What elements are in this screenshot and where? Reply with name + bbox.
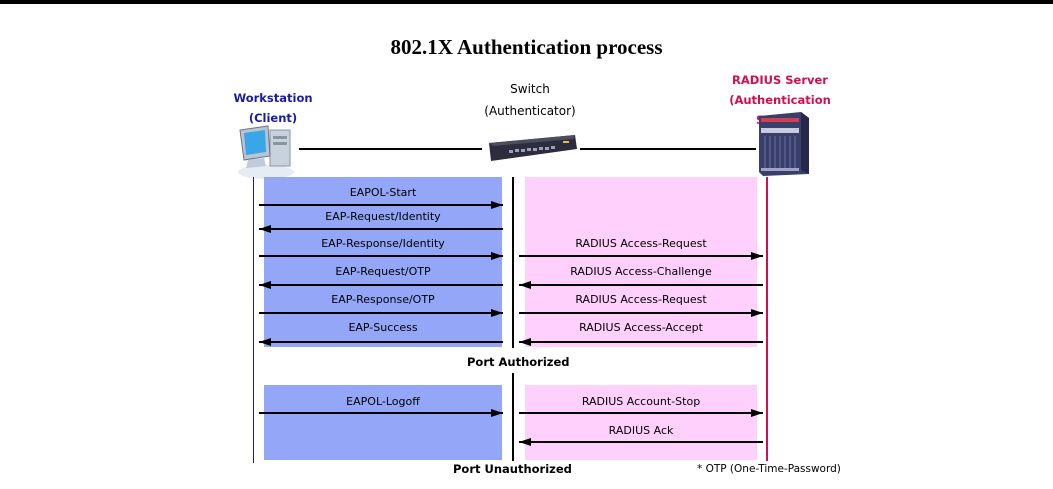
msg-eapol-start: EAPOL-Start — [349, 186, 417, 199]
arrow-server-3 — [519, 338, 763, 346]
arrow-client-1 — [259, 225, 503, 233]
switch-lifeline-authorized — [512, 177, 514, 348]
msg-radius-account-stop: RADIUS Account-Stop — [581, 395, 701, 408]
switch-role: (Authenticator) — [484, 104, 576, 118]
msg-radius-access-accept: RADIUS Access-Accept — [579, 321, 703, 334]
switch-server-link — [580, 148, 756, 150]
msg-eap-request-otp: EAP-Request/OTP — [335, 265, 431, 278]
radius-lifeline — [766, 177, 768, 461]
arrow-client-4 — [259, 309, 503, 317]
msg-eap-success: EAP-Success — [348, 321, 418, 334]
msg-eapol-logoff: EAPOL-Logoff — [346, 395, 420, 408]
msg-radius-access-challenge: RADIUS Access-Challenge — [570, 265, 712, 278]
switch-name: Switch — [510, 82, 550, 96]
msg-eap-response-otp: EAP-Response/OTP — [331, 293, 435, 306]
radius-server-name: RADIUS Server — [732, 73, 828, 87]
workstation-lifeline — [253, 177, 254, 463]
arrow-client-0 — [259, 201, 503, 209]
arrow-client-5 — [259, 338, 503, 346]
port-unauthorized-label: Port Unauthorized — [453, 462, 572, 476]
client-switch-link — [299, 148, 482, 150]
switch-icon — [489, 135, 577, 161]
arrow-logoff-client-0 — [259, 409, 503, 417]
arrow-logoff-server-0 — [519, 409, 763, 417]
arrow-server-1 — [519, 281, 763, 289]
switch-label: Switch (Authenticator) — [465, 78, 595, 122]
top-border — [0, 0, 1053, 4]
msg-eap-response-identity: EAP-Response/Identity — [321, 237, 445, 250]
workstation-label: Workstation (Client) — [228, 88, 318, 128]
workstation-icon — [238, 125, 294, 179]
arrow-logoff-server-1 — [519, 438, 763, 446]
diagram-title: 802.1X Authentication process — [390, 35, 663, 59]
radius-server-icon — [759, 112, 809, 176]
arrow-client-2 — [259, 252, 503, 260]
switch-lifeline-unauthorized — [512, 373, 514, 461]
workstation-name: Workstation — [233, 91, 313, 105]
arrow-server-2 — [519, 309, 763, 317]
arrow-client-3 — [259, 281, 503, 289]
otp-footnote: * OTP (One-Time-Password) — [697, 463, 841, 475]
port-authorized-label: Port Authorized — [467, 355, 570, 369]
msg-radius-ack: RADIUS Ack — [608, 424, 674, 437]
msg-radius-access-request-2: RADIUS Access-Request — [575, 293, 707, 306]
msg-eap-request-identity: EAP-Request/Identity — [325, 210, 441, 223]
msg-radius-access-request-1: RADIUS Access-Request — [575, 237, 707, 250]
workstation-role: (Client) — [248, 111, 298, 125]
server-logoff-zone — [525, 385, 757, 460]
server-exchange-zone — [525, 177, 757, 347]
client-logoff-zone — [264, 385, 502, 460]
arrow-server-0 — [519, 252, 763, 260]
